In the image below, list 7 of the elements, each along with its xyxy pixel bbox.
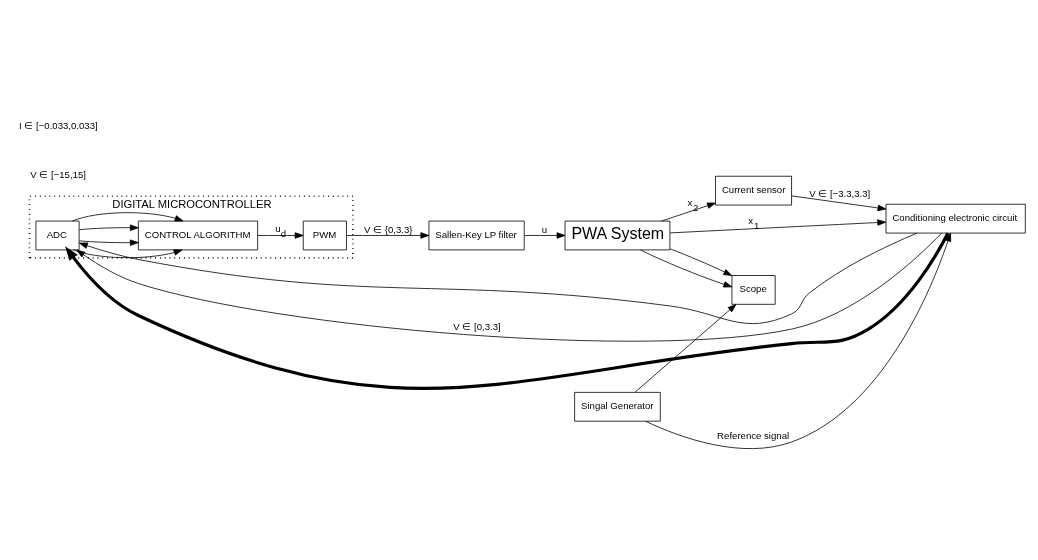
edge-label: V ∈ [0,3.3] xyxy=(453,320,501,332)
edge-label: V ∈ {0,3.3} xyxy=(364,223,413,235)
label: I ∈ [−0.033,0.033] xyxy=(19,119,98,131)
edge-label: Reference signal xyxy=(717,429,790,441)
label: V ∈ [−15,15] xyxy=(30,168,86,180)
edge-label: V ∈ [−3.3,3.3] xyxy=(809,187,871,199)
edge-label: u xyxy=(541,223,548,235)
